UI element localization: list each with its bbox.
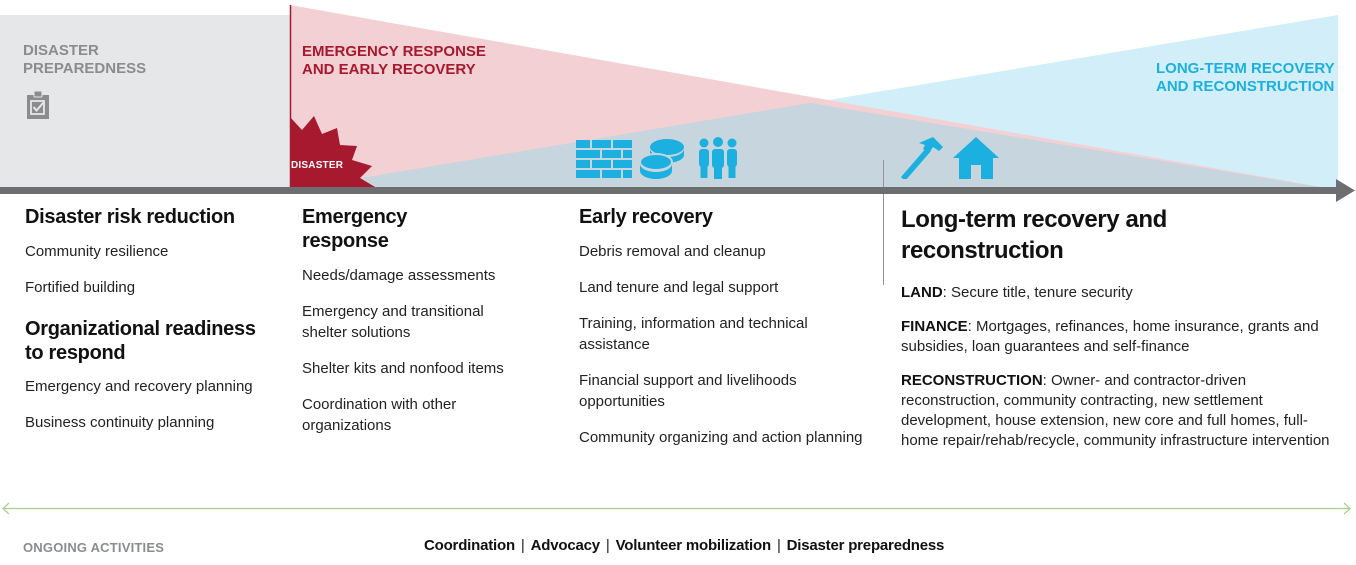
timeline-bar: [0, 187, 1338, 194]
people-icon: [699, 137, 737, 179]
list-item: Community resilience: [25, 243, 169, 260]
reconstruction-text: : Owner- and contractor-driven reconstru…: [901, 372, 1330, 449]
separator: |: [520, 537, 525, 554]
list-item: Needs/damage assessments: [302, 267, 496, 284]
reconstruction-paragraph: RECONSTRUCTION: Owner- and contractor-dr…: [901, 371, 1331, 451]
list-item: Training, information and technical assi…: [579, 315, 808, 353]
list-item: Shelter kits and nonfood items: [302, 360, 504, 377]
column-longterm-recovery: Long-term recovery and reconstruction LA…: [901, 204, 1331, 451]
hammer-icon: [901, 137, 943, 179]
list-item: Emergency and recovery planning: [25, 378, 253, 395]
phase-preparedness-title: DISASTER PREPAREDNESS: [23, 42, 147, 77]
timeline-arrowhead: [1336, 179, 1355, 202]
column-early-recovery: Early recovery Debris removal and cleanu…: [579, 205, 864, 448]
early-recovery-title: Early recovery: [579, 206, 713, 228]
emergency-wedge: [290, 5, 1338, 190]
longterm-recovery-title: Long-term recovery and reconstruction: [901, 206, 1167, 264]
org-readiness-title: Organizational readiness to respond: [25, 318, 256, 364]
land-paragraph: LAND: Secure title, tenure security: [901, 283, 1331, 303]
list-item: Business continuity planning: [25, 414, 215, 431]
risk-reduction-title: Disaster risk reduction: [25, 206, 235, 228]
land-text: : Secure title, tenure security: [942, 284, 1133, 301]
ongoing-item: Volunteer mobilization: [615, 537, 772, 554]
column-emergency-response: Emergency response Needs/damage assessme…: [302, 205, 532, 436]
finance-text: : Mortgages, refinances, home insurance,…: [901, 318, 1319, 355]
ongoing-arrow: [2, 502, 1351, 515]
list-item: Coordination with other organizations: [302, 396, 457, 434]
list-item: Debris removal and cleanup: [579, 243, 766, 260]
ongoing-activities-list: Coordination|Advocacy|Volunteer mobiliza…: [424, 537, 944, 554]
list-item: Emergency and transitional shelter solut…: [302, 303, 484, 341]
list-item: Community organizing and action planning: [579, 429, 863, 446]
separator: |: [776, 537, 781, 554]
ongoing-item: Advocacy: [530, 537, 600, 554]
overlap-wedge: [290, 103, 1338, 190]
disaster-label: DISASTER: [291, 160, 344, 171]
disaster-burst-icon: [290, 116, 380, 190]
column-risk-reduction: Disaster risk reduction Community resili…: [25, 205, 275, 433]
list-item: Land tenure and legal support: [579, 279, 779, 296]
phase-longterm-title: LONG-TERM RECOVERY AND RECONSTRUCTION: [1156, 60, 1335, 95]
ongoing-item: Disaster preparedness: [786, 537, 945, 554]
emergency-response-title: Emergency response: [302, 206, 408, 252]
house-icon: [953, 137, 999, 179]
finance-label: FINANCE: [901, 318, 968, 335]
list-item: Financial support and livelihoods opport…: [579, 372, 797, 410]
clipboard-check-icon: [27, 90, 49, 119]
land-label: LAND: [901, 284, 943, 301]
reconstruction-label: RECONSTRUCTION: [901, 372, 1043, 389]
ongoing-activities-label: ONGOING ACTIVITIES: [23, 540, 165, 555]
list-item: Fortified building: [25, 279, 136, 296]
ongoing-item: Coordination: [424, 537, 515, 554]
coins-icon: [639, 139, 684, 179]
phase-emergency-title: EMERGENCY RESPONSE AND EARLY RECOVERY: [302, 43, 486, 78]
finance-paragraph: FINANCE: Mortgages, refinances, home ins…: [901, 317, 1331, 357]
separator: |: [605, 537, 610, 554]
bricks-icon: [576, 140, 632, 178]
